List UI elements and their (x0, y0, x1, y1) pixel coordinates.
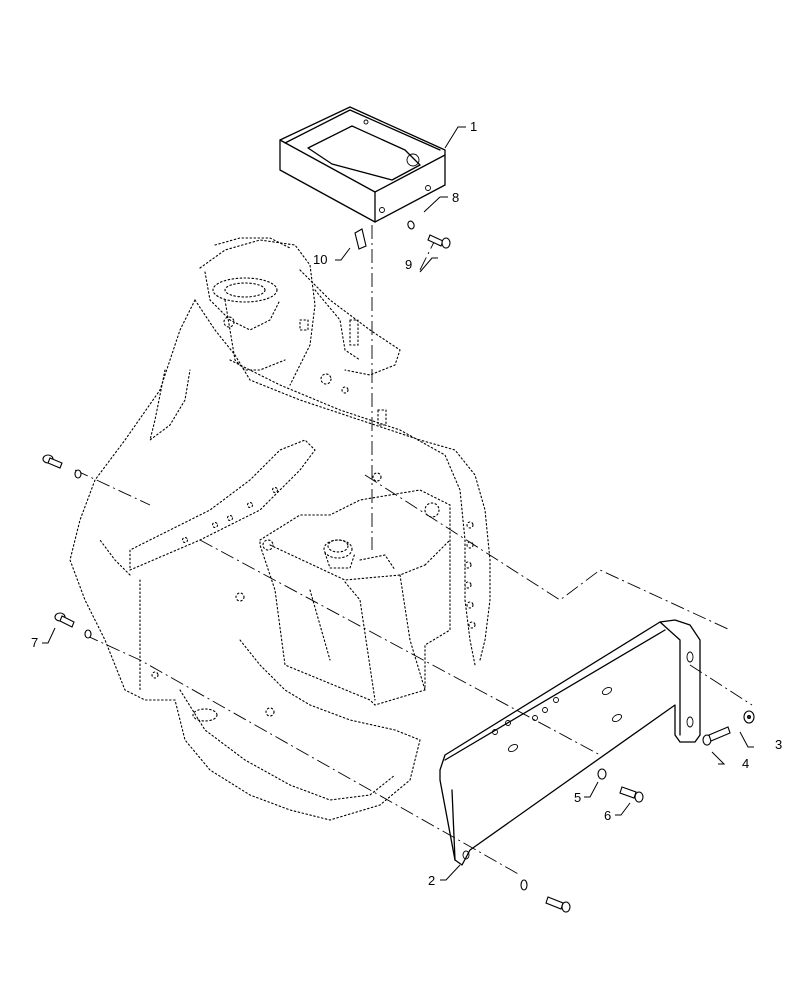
callout-6: 6 (604, 808, 611, 823)
callout-3: 3 (775, 737, 782, 752)
callout-10: 10 (313, 252, 327, 267)
frame-outline (69, 237, 491, 821)
hardware-items (42, 220, 755, 913)
callout-9: 9 (405, 257, 412, 272)
assembly-center-lines (74, 225, 753, 876)
callout-5: 5 (574, 790, 581, 805)
callout-2: 2 (428, 873, 435, 888)
callout-numbers: 1 8 10 9 7 3 4 5 6 2 (31, 119, 782, 888)
cover-box (279, 106, 446, 223)
mounting-bracket (439, 619, 701, 866)
callout-4: 4 (742, 756, 749, 771)
reservoir-tank (259, 489, 451, 706)
callout-8: 8 (452, 190, 459, 205)
callout-7: 7 (31, 635, 38, 650)
callout-1: 1 (470, 119, 477, 134)
callout-leaders (42, 126, 754, 881)
